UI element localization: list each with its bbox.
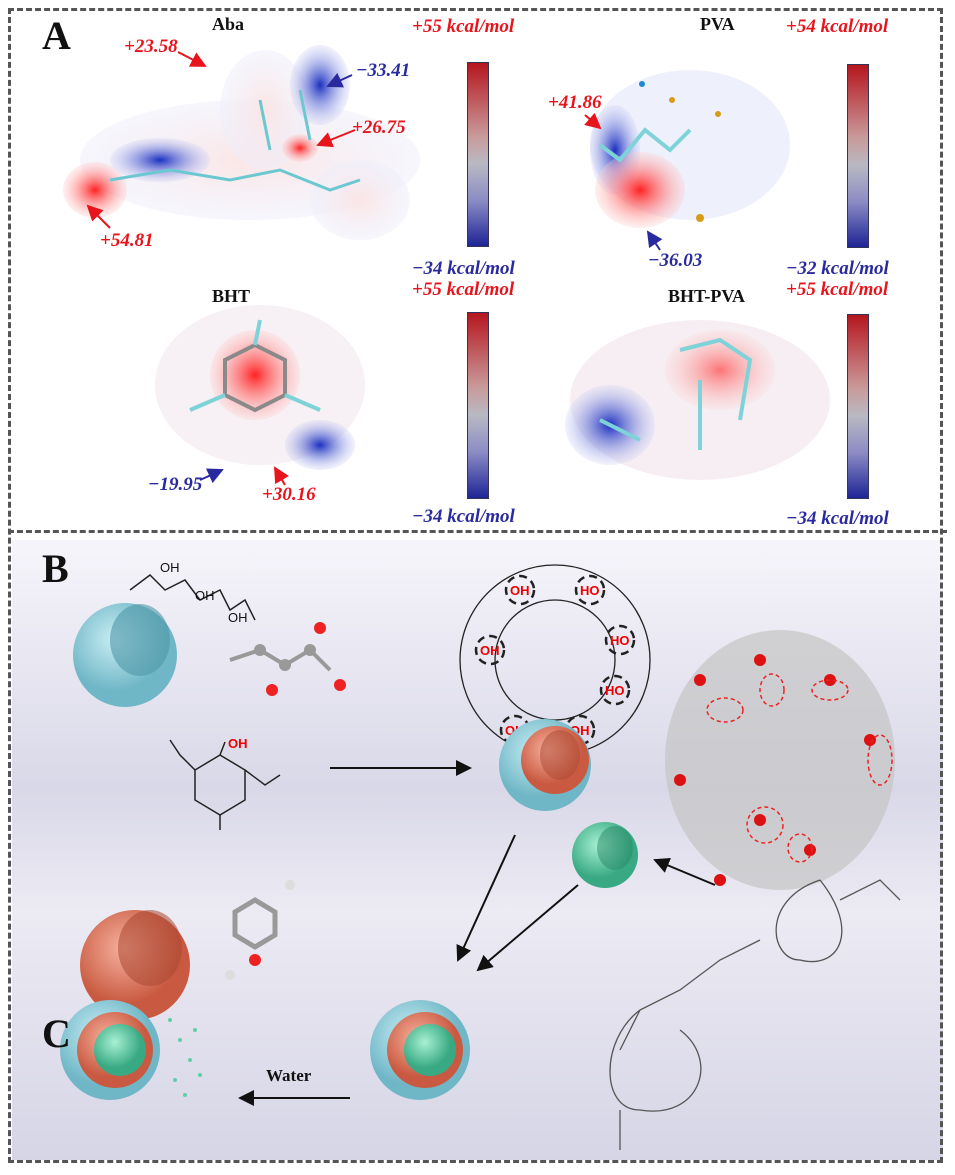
panel-divider [8, 530, 947, 533]
oh-label: OH [160, 560, 180, 575]
pva-max: +54 kcal/mol [786, 16, 889, 37]
aba-label: −33.41 [356, 60, 411, 81]
bht-pva-colorbar [847, 314, 869, 499]
pva-ball-model [229, 622, 346, 696]
bht-pva-min: −34 kcal/mol [786, 508, 889, 529]
bht-label: −19.95 [148, 474, 203, 495]
aba-min: −34 kcal/mol [412, 258, 515, 279]
panel-label-b: B [42, 546, 69, 591]
arrow-aba [653, 858, 716, 886]
ho-label: HO [610, 633, 630, 648]
bht-pva-title: BHT-PVA [668, 286, 746, 306]
bht-min: −34 kcal/mol [412, 506, 515, 527]
water-label: Water [266, 1066, 312, 1085]
aba-label: +23.58 [124, 36, 178, 57]
aba-label: +26.75 [352, 117, 406, 138]
pva-min: −32 kcal/mol [786, 258, 889, 279]
blue-orange-sphere [499, 719, 591, 811]
panel-label-a: A [42, 13, 71, 58]
arrow-down [456, 834, 516, 962]
green-core-sphere [572, 822, 638, 888]
oh-label: OH [195, 588, 215, 603]
bht-title: BHT [212, 286, 251, 306]
bht-ball-model [225, 880, 295, 980]
orange-shell-sphere [80, 910, 190, 1020]
bht-esp-surface [155, 305, 365, 470]
ho-label: HO [580, 583, 600, 598]
aba-max: +55 kcal/mol [412, 16, 515, 37]
aba-esp-surface [63, 45, 420, 240]
oh-label: OH [480, 643, 500, 658]
aba-label: +54.81 [100, 230, 154, 251]
pva-colorbar [847, 64, 869, 248]
loaded-sphere [370, 1000, 470, 1100]
pva-label: +41.86 [548, 92, 602, 113]
panel-label-c: C [42, 1011, 71, 1056]
ho-label: HO [605, 683, 625, 698]
bht-colorbar [467, 312, 489, 499]
bht-structure [169, 739, 281, 830]
oh-label: OH [510, 583, 530, 598]
oh-label: OH [228, 610, 248, 625]
oh-label: OH [228, 736, 248, 751]
pva-esp-surface [590, 70, 790, 228]
bht-label: +30.16 [262, 484, 316, 505]
releasing-sphere [60, 1000, 202, 1100]
arrow-load [476, 884, 579, 972]
bht-max: +55 kcal/mol [412, 279, 515, 300]
blue-shell-sphere [73, 603, 177, 707]
aba-title: Aba [212, 14, 245, 34]
pva-title: PVA [700, 14, 735, 34]
pva-label: −36.03 [648, 250, 703, 271]
outer-border [8, 8, 943, 1163]
abamectin-structure [609, 879, 901, 1150]
bht-pva-max: +55 kcal/mol [786, 279, 889, 300]
bht-pva-esp-surface [565, 320, 830, 480]
aba-colorbar [467, 62, 489, 247]
network-3d-model [665, 630, 895, 890]
pva-structure [129, 574, 256, 621]
